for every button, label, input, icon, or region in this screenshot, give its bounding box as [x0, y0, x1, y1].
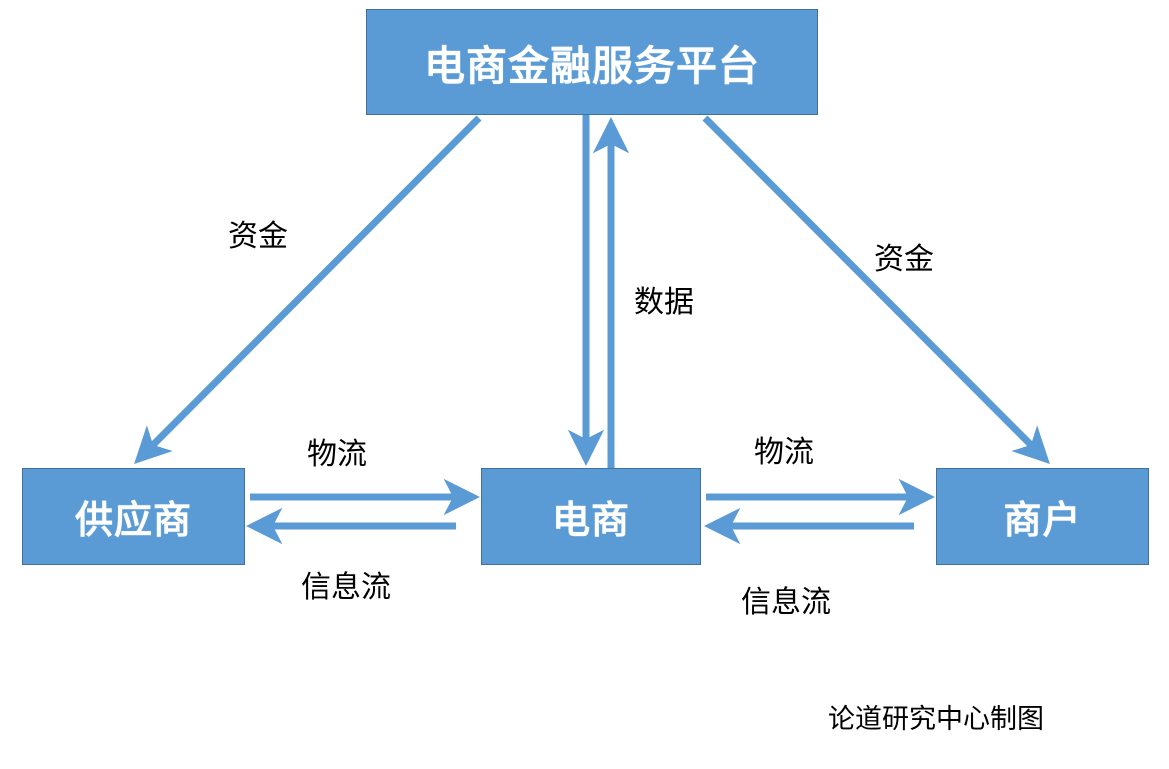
edge-label-ecommerce-to-merchant: 物流 — [754, 436, 814, 469]
edge-label-supplier-to-ecommerce: 物流 — [307, 438, 367, 471]
edge-label-platform-to-merchant: 资金 — [874, 243, 934, 276]
node-supplier[interactable]: 供应商 — [22, 468, 245, 565]
edge-label-platform-to-supplier: 资金 — [228, 220, 288, 253]
edge-label-merchant-to-ecommerce: 信息流 — [741, 586, 831, 619]
node-merchant[interactable]: 商户 — [936, 468, 1149, 565]
node-merchant-label: 商户 — [1003, 500, 1082, 542]
node-platform-label: 电商金融服务平台 — [424, 43, 760, 89]
node-supplier-label: 供应商 — [74, 500, 192, 542]
node-ecommerce-label: 电商 — [551, 500, 630, 542]
edge-platform-to-merchant — [702, 115, 1050, 464]
credit-text: 论道研究中心制图 — [828, 704, 1044, 734]
node-platform[interactable]: 电商金融服务平台 — [366, 9, 818, 115]
edge-label-ecommerce-to-supplier: 信息流 — [301, 571, 391, 604]
edge-platform-to-supplier — [134, 115, 482, 464]
edge-label-platform-ecommerce-data: 数据 — [634, 286, 694, 319]
node-ecommerce[interactable]: 电商 — [481, 468, 701, 565]
